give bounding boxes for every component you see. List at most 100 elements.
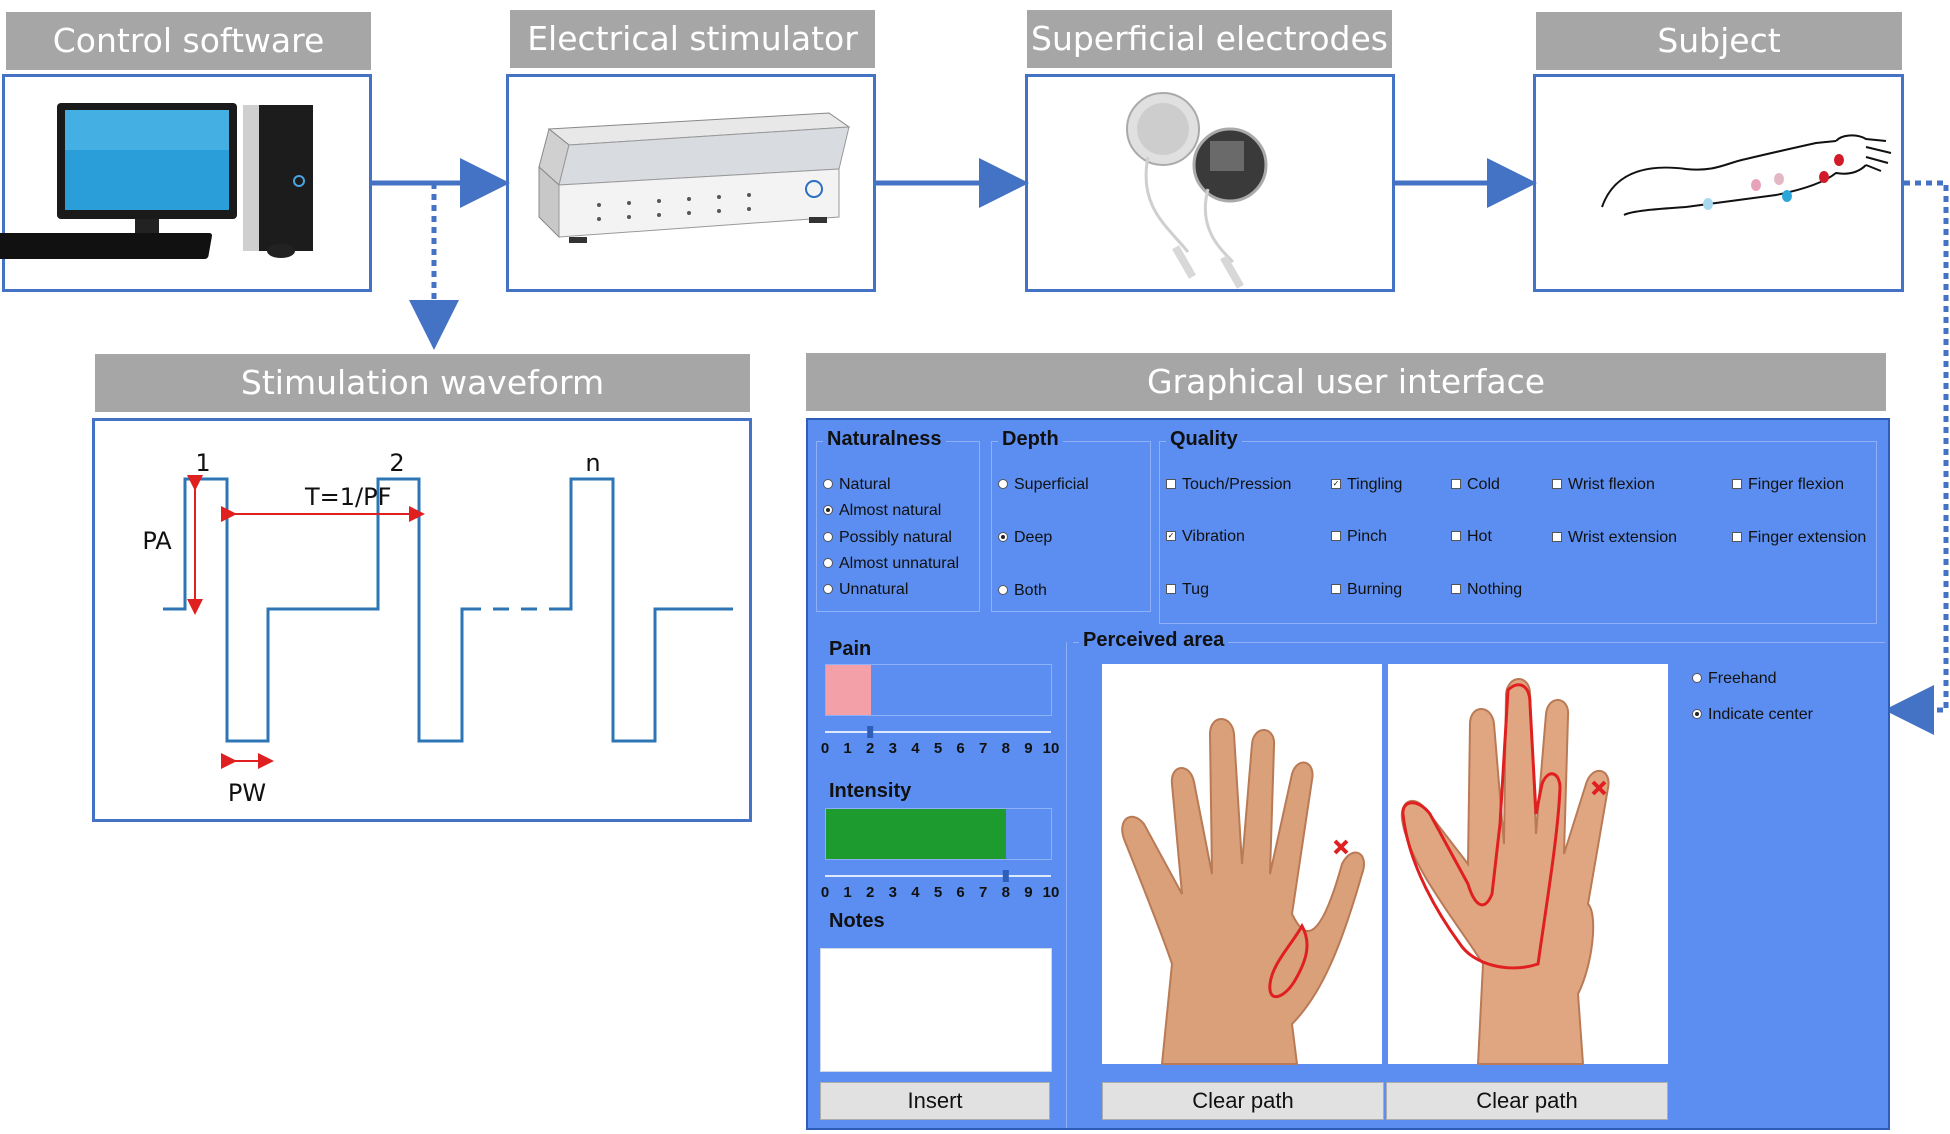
waveform-box: 1 2 n T=1/PF PA PW bbox=[92, 418, 752, 822]
width-label: PW bbox=[228, 779, 266, 807]
scale-tick-label: 7 bbox=[979, 884, 988, 901]
quality-vibration[interactable]: ✓Vibration bbox=[1166, 528, 1245, 545]
checkbox-icon bbox=[1552, 531, 1562, 542]
checkbox-checked-icon: ✓ bbox=[1166, 530, 1176, 541]
quality-nothing[interactable]: Nothing bbox=[1451, 581, 1522, 599]
stimulator-device-icon bbox=[538, 112, 851, 243]
mode-freehand[interactable]: Freehand bbox=[1692, 670, 1777, 688]
quality-hot[interactable]: Hot bbox=[1451, 528, 1492, 546]
notes-label: Notes bbox=[829, 910, 885, 932]
hand-palm-panel[interactable] bbox=[1388, 664, 1668, 1065]
quality-pinch[interactable]: Pinch bbox=[1331, 528, 1387, 546]
clear-path-button-right[interactable]: Clear path bbox=[1386, 1082, 1668, 1120]
scale-tick-label: 2 bbox=[866, 740, 875, 757]
scale-tick-label: 7 bbox=[979, 740, 988, 757]
clear-path-button-left[interactable]: Clear path bbox=[1102, 1082, 1384, 1120]
perceived-area-title: Perceived area bbox=[1079, 629, 1229, 652]
naturalness-option-possibly-natural[interactable]: Possibly natural bbox=[823, 529, 952, 547]
checkbox-icon bbox=[1451, 583, 1461, 594]
radio-selected-icon bbox=[998, 531, 1008, 542]
scale-tick-label: 0 bbox=[820, 740, 830, 757]
hand-back-shape bbox=[1121, 718, 1365, 1065]
checkbox-icon bbox=[1166, 583, 1176, 594]
scale-tick-label: 1 bbox=[843, 884, 852, 901]
naturalness-option-unnatural[interactable]: Unnatural bbox=[823, 581, 908, 599]
scale-tick-label: 4 bbox=[911, 740, 920, 757]
subject-box bbox=[1533, 74, 1904, 292]
checkbox-icon bbox=[1331, 530, 1341, 541]
quality-wrist-flexion[interactable]: Wrist flexion bbox=[1552, 476, 1655, 494]
scale-tick-label: 8 bbox=[1001, 740, 1010, 757]
arrow-subject-to-gui bbox=[1884, 180, 1949, 735]
scale-tick-label: 2 bbox=[866, 884, 875, 901]
intensity-slider-thumb[interactable] bbox=[1002, 870, 1009, 882]
hand-back-panel[interactable] bbox=[1102, 664, 1382, 1065]
pulse-label-1: 1 bbox=[195, 449, 210, 477]
insert-button[interactable]: Insert bbox=[820, 1082, 1050, 1120]
notes-field[interactable] bbox=[820, 948, 1052, 1072]
scale-tick-label: 9 bbox=[1024, 884, 1033, 901]
quality-burning[interactable]: Burning bbox=[1331, 581, 1402, 599]
checkbox-icon bbox=[1732, 531, 1742, 542]
scale-tick-label: 4 bbox=[911, 884, 920, 901]
header-electrical-stimulator: Electrical stimulator bbox=[510, 10, 875, 68]
gui-window: Naturalness Natural Almost natural Possi… bbox=[806, 418, 1890, 1130]
scale-tick-label: 3 bbox=[888, 884, 897, 901]
quality-finger-extension[interactable]: Finger extension bbox=[1732, 529, 1866, 547]
radio-selected-icon bbox=[1692, 708, 1702, 719]
intensity-label: Intensity bbox=[829, 780, 912, 802]
perceived-area-divider bbox=[1066, 642, 1067, 1128]
radio-icon bbox=[823, 531, 833, 542]
radio-icon bbox=[998, 478, 1008, 489]
scale-tick-label: 10 bbox=[1042, 884, 1060, 901]
quality-tug[interactable]: Tug bbox=[1166, 581, 1209, 599]
quality-finger-flexion[interactable]: Finger flexion bbox=[1732, 476, 1844, 494]
scale-tick-label: 3 bbox=[888, 740, 897, 757]
quality-cold[interactable]: Cold bbox=[1451, 476, 1500, 494]
quality-touch-pression[interactable]: Touch/Pression bbox=[1166, 476, 1291, 494]
hand-back-image bbox=[1121, 718, 1365, 1065]
palm-freehand-path bbox=[1401, 683, 1562, 970]
pink-dot bbox=[1774, 173, 1784, 185]
checkbox-icon bbox=[1451, 530, 1461, 541]
radio-icon bbox=[823, 557, 833, 568]
checkbox-icon bbox=[1166, 478, 1176, 489]
checkbox-icon bbox=[1732, 478, 1742, 489]
hand-palm-image bbox=[1400, 678, 1610, 1065]
pain-bar-fill bbox=[826, 665, 871, 715]
checkbox-icon bbox=[1331, 583, 1341, 594]
depth-option-deep[interactable]: Deep bbox=[998, 529, 1052, 547]
scale-tick-label: 6 bbox=[956, 884, 965, 901]
pain-slider[interactable] bbox=[825, 724, 1055, 740]
naturalness-option-almost-natural[interactable]: Almost natural bbox=[823, 502, 941, 520]
electrodes-icon bbox=[1126, 92, 1268, 289]
quality-wrist-extension[interactable]: Wrist extension bbox=[1552, 529, 1677, 547]
quality-tingling[interactable]: ✓Tingling bbox=[1331, 476, 1403, 493]
depth-group: Depth Superficial Deep Both bbox=[991, 428, 1151, 612]
naturalness-option-natural[interactable]: Natural bbox=[823, 476, 891, 494]
naturalness-option-almost-unnatural[interactable]: Almost unnatural bbox=[823, 555, 959, 573]
radio-icon bbox=[1692, 672, 1702, 683]
period-label: T=1/PF bbox=[304, 483, 391, 511]
waveform-plot: 1 2 n T=1/PF PA PW bbox=[142, 449, 733, 807]
center-marker-icon bbox=[1333, 839, 1349, 855]
header-gui: Graphical user interface bbox=[806, 353, 1886, 411]
mode-indicate-center[interactable]: Indicate center bbox=[1692, 706, 1813, 724]
header-superficial-electrodes: Superficial electrodes bbox=[1027, 10, 1392, 68]
scale-tick-label: 1 bbox=[843, 740, 852, 757]
scale-tick-label: 5 bbox=[933, 884, 943, 901]
intensity-slider[interactable] bbox=[825, 868, 1055, 884]
superficial-electrodes-box bbox=[1025, 74, 1395, 292]
depth-option-both[interactable]: Both bbox=[998, 582, 1047, 600]
depth-option-superficial[interactable]: Superficial bbox=[998, 476, 1089, 494]
pain-slider-thumb[interactable] bbox=[867, 726, 874, 738]
checkbox-checked-icon: ✓ bbox=[1331, 478, 1341, 489]
radio-icon bbox=[998, 584, 1008, 595]
pulse-label-2: 2 bbox=[389, 449, 404, 477]
scale-tick-label: 9 bbox=[1024, 740, 1033, 757]
naturalness-title: Naturalness bbox=[823, 428, 946, 451]
waveform-trace bbox=[163, 477, 465, 743]
scale-tick-label: 6 bbox=[956, 740, 965, 757]
